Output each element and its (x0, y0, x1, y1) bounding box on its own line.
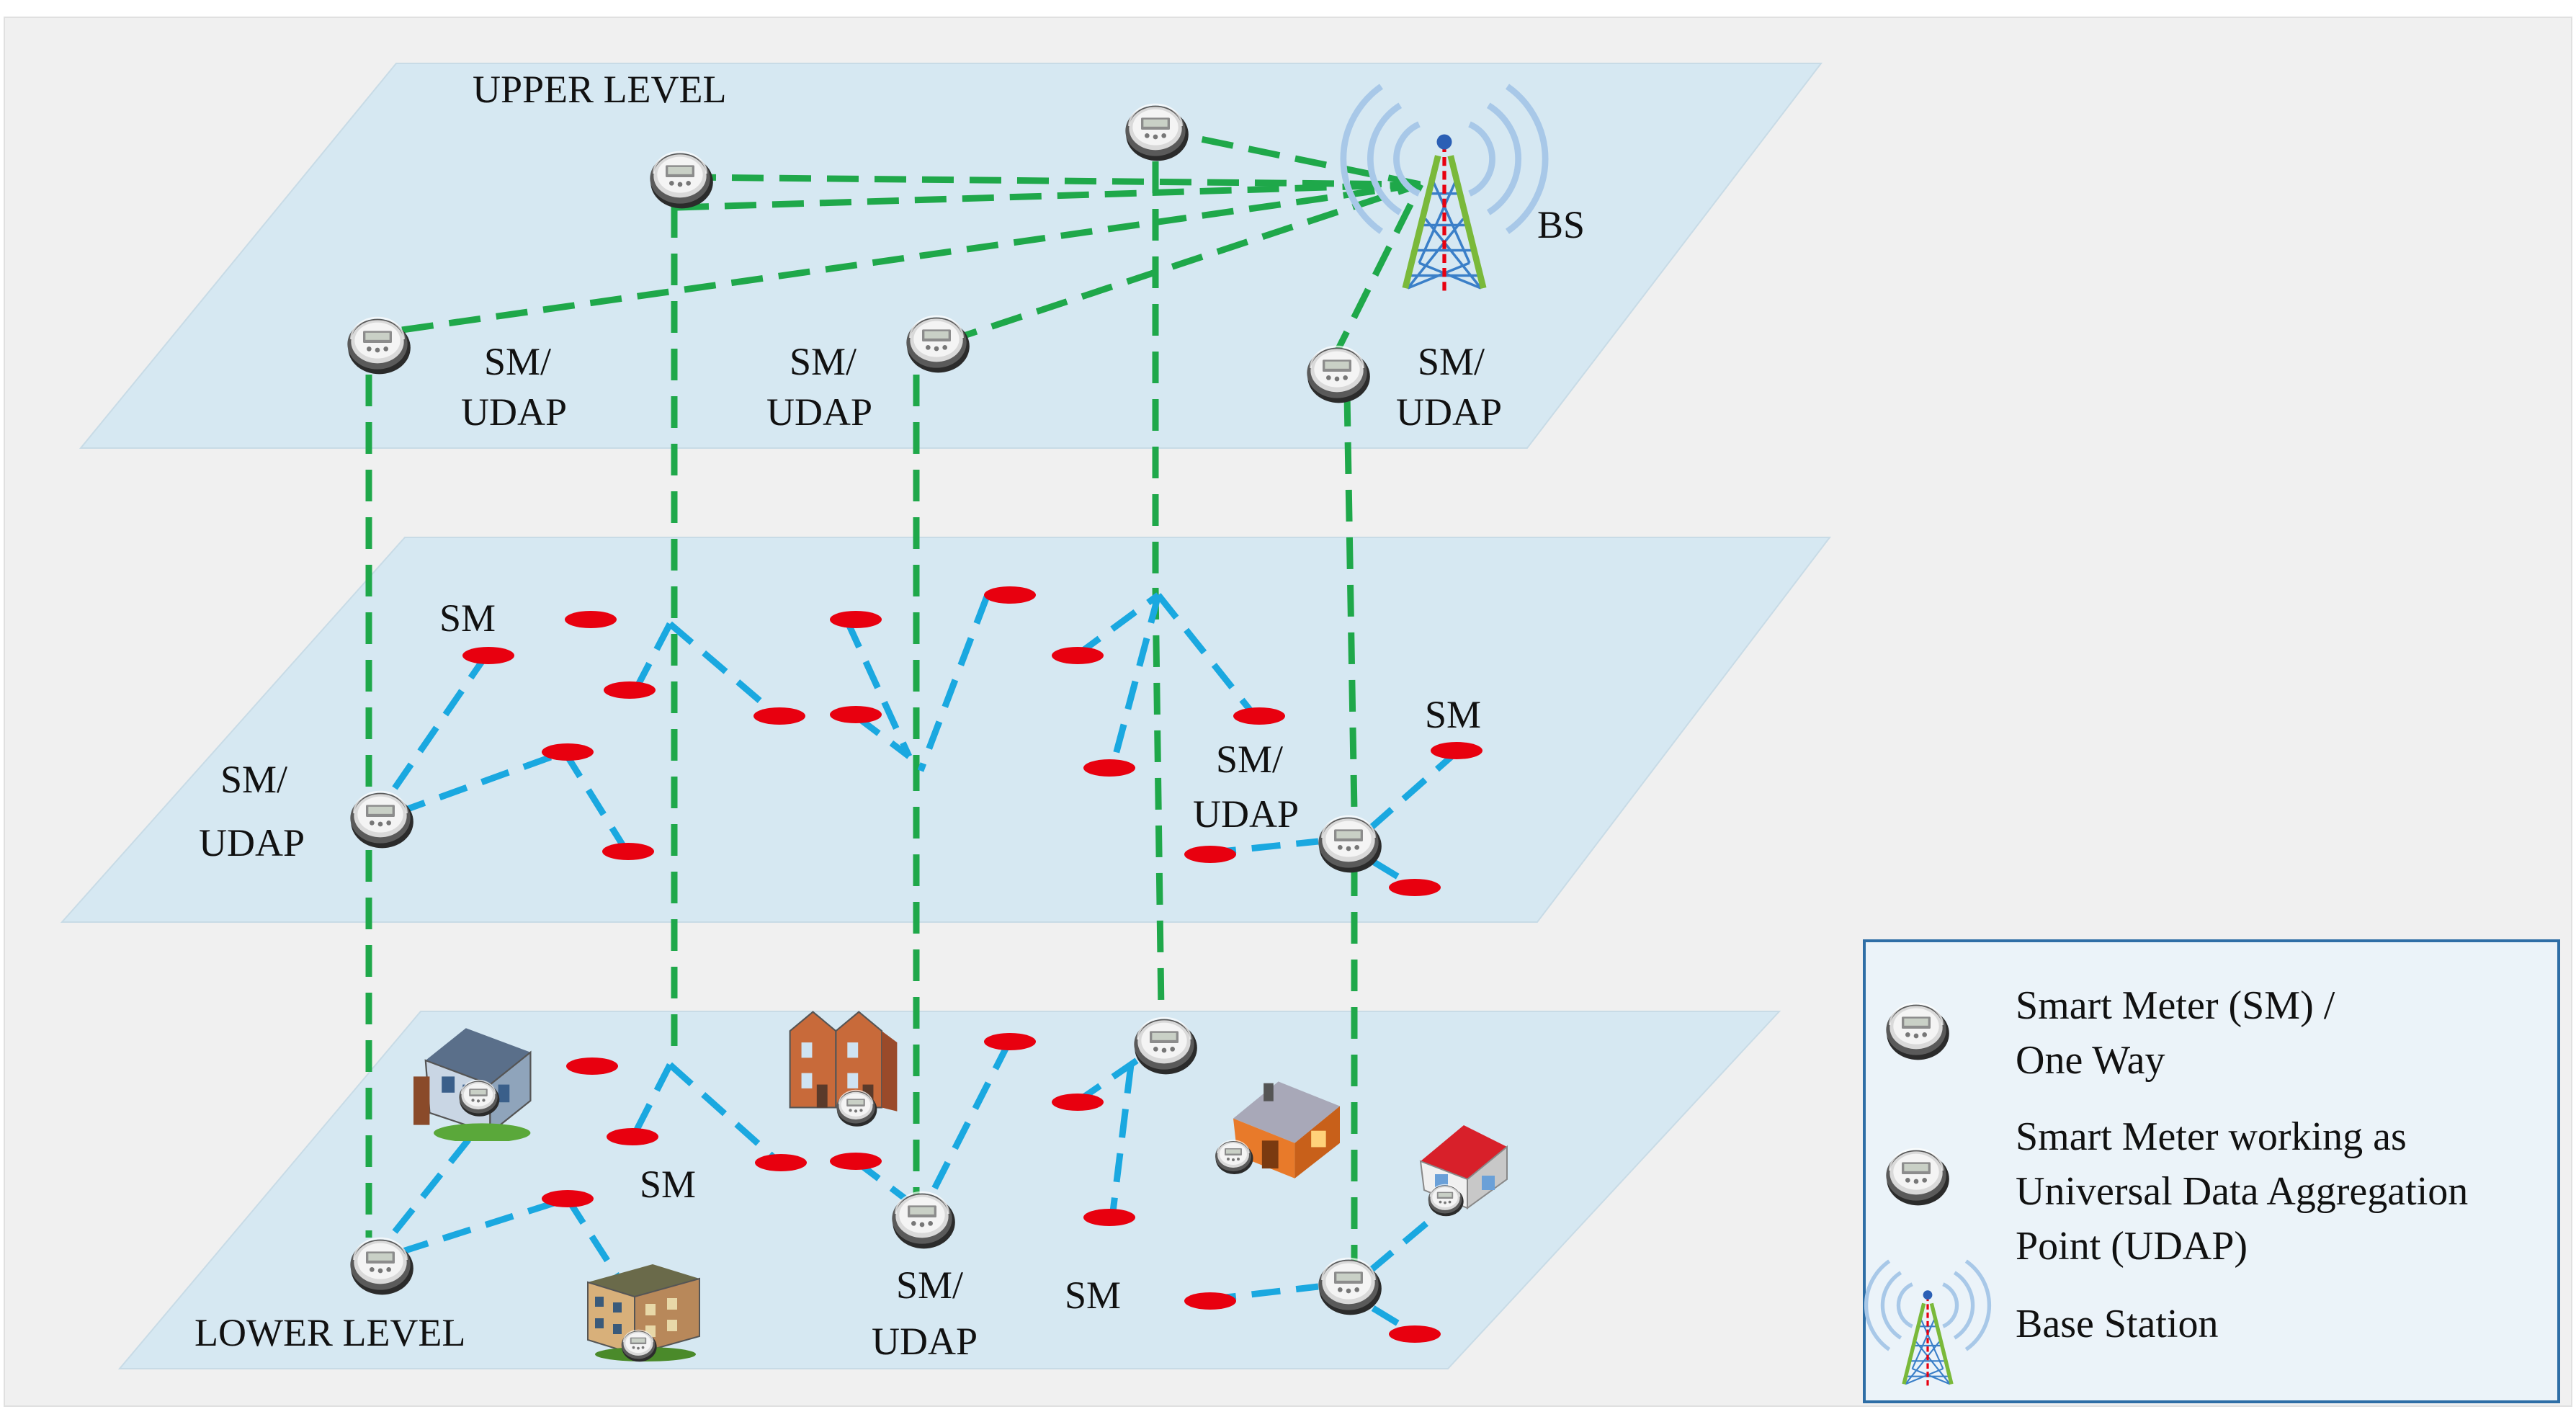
legend-box (1863, 939, 2560, 1403)
legend-item1-line2: One Way (2016, 1038, 2165, 1083)
sm-node (755, 1154, 807, 1171)
sm-node (830, 706, 882, 723)
local-link (1074, 592, 1160, 658)
local-link (565, 1197, 620, 1277)
vertical-link (1343, 394, 1358, 812)
sm-node (830, 611, 882, 628)
local-link (1368, 749, 1459, 831)
sm-node (1431, 742, 1482, 759)
sm-node (1083, 759, 1135, 777)
sm-udap-label-line1: SM/ (484, 340, 551, 383)
sm-node (984, 586, 1036, 604)
legend-item3-line3: Point (UDAP) (2016, 1224, 2248, 1269)
sm-udap-label-line2: UDAP (461, 390, 567, 434)
legend-item1-line1: Smart Meter (SM) / (2016, 983, 2335, 1028)
local-link (668, 621, 782, 720)
sm-node (1389, 1325, 1441, 1343)
local-link (844, 620, 913, 758)
backhaul-link (945, 181, 1422, 345)
lower-level-title: LOWER LEVEL (194, 1311, 465, 1354)
sm-udap-label-line1: SM/ (896, 1264, 963, 1307)
sm-node (565, 611, 617, 628)
sm-label: SM (1065, 1274, 1121, 1317)
local-link (396, 748, 566, 816)
local-link (1371, 1305, 1416, 1336)
sm-node (604, 681, 656, 699)
local-link (392, 1129, 478, 1234)
local-link (392, 656, 487, 790)
local-link (1371, 859, 1416, 889)
backhaul-link (1329, 182, 1424, 362)
sm-node (1389, 879, 1441, 896)
sm-node (1052, 1094, 1104, 1111)
sm-node (1083, 1209, 1135, 1226)
sm-udap-label-line1: SM/ (1418, 340, 1485, 383)
sm-node (1233, 707, 1285, 725)
backhaul-link (401, 181, 1421, 334)
sm-node (602, 843, 654, 860)
sm-udap-label-line1: SM/ (790, 340, 857, 383)
legend: Smart Meter (SM) / One Way Smart Meter w… (1863, 939, 2560, 1403)
sm-udap-label-line1: SM/ (1216, 738, 1283, 781)
legend-item3: Base Station (2016, 1302, 2219, 1346)
sm-udap-label-line1: SM/ (220, 758, 287, 801)
sm-udap-label-line2: UDAP (1396, 390, 1502, 434)
sm-udap-label-line2: UDAP (766, 390, 872, 434)
sm-node (1184, 1292, 1236, 1310)
sm-node (462, 647, 514, 664)
local-link (923, 1041, 1012, 1207)
local-link (667, 1062, 782, 1166)
sm-label: SM (439, 596, 496, 640)
sm-udap-label-line2: UDAP (872, 1320, 978, 1363)
upper-level-plane (79, 63, 1823, 449)
local-link (854, 713, 911, 759)
sm-node (1052, 647, 1104, 664)
sm-node (1184, 846, 1236, 863)
local-link (1368, 1215, 1436, 1274)
sm-node (830, 1153, 882, 1170)
local-link (399, 1195, 569, 1256)
legend-item2-line2: Universal Data Aggregation (2016, 1169, 2468, 1214)
backhaul-links (365, 126, 1424, 1265)
local-link (631, 622, 673, 695)
vertical-link (1152, 587, 1165, 1012)
sm-udap-label-line2: UDAP (199, 821, 305, 864)
backhaul-link (676, 181, 1421, 211)
upper-level-title: UPPER LEVEL (473, 68, 727, 111)
local-link (1155, 593, 1258, 718)
local-link (1109, 594, 1162, 769)
sm-label: SM (1425, 693, 1481, 736)
sm-nodes-lower (542, 1033, 1441, 1343)
sm-node (566, 1057, 618, 1075)
sm-label: SM (640, 1163, 696, 1206)
local-link (917, 595, 990, 772)
sm-nodes-middle (462, 586, 1482, 896)
local-link (562, 750, 630, 854)
sm-node (542, 1190, 594, 1207)
backhaul-link (684, 174, 1421, 188)
sm-node (542, 743, 594, 761)
local-link (630, 1063, 674, 1137)
sm-node (753, 707, 805, 725)
middle-level-plane (60, 537, 1832, 923)
sm-node (984, 1033, 1036, 1050)
local-link (1109, 1064, 1135, 1218)
legend-item2-line1: Smart Meter working as (2016, 1114, 2407, 1159)
sm-node (607, 1128, 658, 1145)
sm-udap-label-line2: UDAP (1193, 792, 1299, 836)
local-links-middle (392, 592, 1459, 889)
bs-label: BS (1537, 203, 1585, 246)
